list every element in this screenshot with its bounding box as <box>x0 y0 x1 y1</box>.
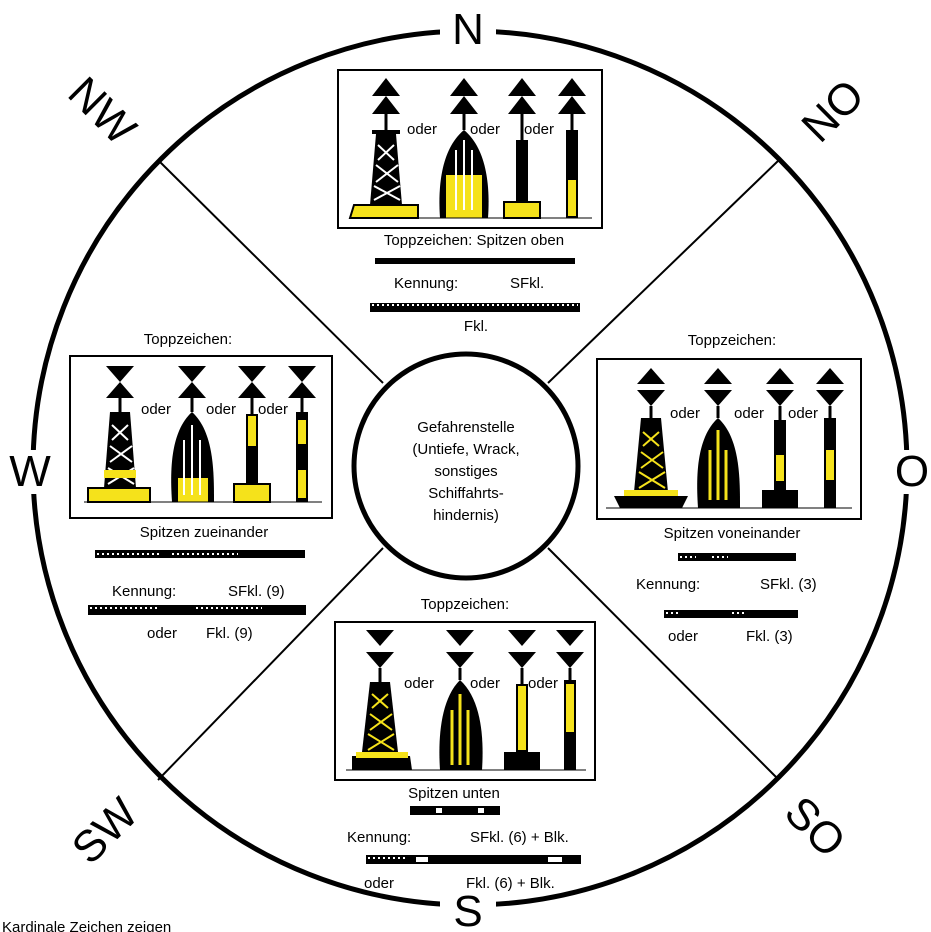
east-topmark-title: Toppzeichen: <box>688 332 776 349</box>
south-quick-light-bar <box>410 806 500 815</box>
north-topmark-label: Toppzeichen: Spitzen oben <box>384 232 564 249</box>
svg-text:Schiffahrts-: Schiffahrts- <box>428 485 504 502</box>
west-pillar-buoy <box>171 398 214 502</box>
east-spar-buoy <box>824 406 836 508</box>
south-topmark-title: Toppzeichen: <box>421 596 509 613</box>
oder-label: oder <box>788 405 818 422</box>
north-can-buoy <box>503 114 541 219</box>
south-very-quick-bar <box>366 855 581 864</box>
west-topmark-label: Spitzen zueinander <box>140 524 268 541</box>
east-quick-light-bar <box>678 553 796 561</box>
west-tower-buoy <box>87 398 151 503</box>
east-kennung-label: Kennung: <box>636 576 700 593</box>
west-topmarks <box>106 366 316 398</box>
west-sector: Toppzeichen: <box>69 331 333 642</box>
west-quick-label: SFkl. (9) <box>228 583 285 600</box>
oder-label: oder <box>141 401 171 418</box>
east-very-quick-bar <box>664 610 798 618</box>
west-spar-buoy <box>296 398 308 502</box>
east-can-buoy <box>762 406 798 508</box>
oder-label: oder <box>404 675 434 692</box>
sector-lines <box>157 159 780 781</box>
oder-label: oder <box>528 675 558 692</box>
svg-text:hindernis): hindernis) <box>433 507 499 524</box>
south-pillar-buoy <box>439 668 483 770</box>
north-topmarks <box>372 78 586 114</box>
east-tower-buoy <box>614 406 688 508</box>
danger-text: Gefahrenstelle (Untiefe, Wrack, sonstige… <box>412 419 519 524</box>
east-quick-label: SFkl. (3) <box>760 576 817 593</box>
oder-label: oder <box>470 121 500 138</box>
south-topmark-label: Spitzen unten <box>408 785 500 802</box>
oder-label: oder <box>670 405 700 422</box>
south-spar-buoy <box>564 668 576 770</box>
south-can-buoy <box>504 668 540 770</box>
oder-label: oder <box>258 401 288 418</box>
north-quick-label: SFkl. <box>510 275 544 292</box>
east-oder-label: oder <box>668 628 698 645</box>
east-pillar-buoy <box>697 406 740 508</box>
east-topmark-label: Spitzen voneinander <box>664 525 801 542</box>
oder-label: oder <box>524 121 554 138</box>
south-sector: Toppzeichen: <box>334 596 596 892</box>
east-very-quick-label: Fkl. (3) <box>746 628 793 645</box>
svg-text:(Untiefe, Wrack,: (Untiefe, Wrack, <box>412 441 519 458</box>
north-spar-buoy <box>566 114 578 218</box>
south-topmarks <box>366 630 584 668</box>
direction-s: S <box>453 887 482 932</box>
oder-label: oder <box>734 405 764 422</box>
west-oder-label: oder <box>147 625 177 642</box>
north-very-quick-bar <box>370 303 580 312</box>
oder-label: oder <box>407 121 437 138</box>
east-topmarks <box>637 368 844 406</box>
south-tower-buoy <box>352 668 412 770</box>
south-kennung-label: Kennung: <box>347 829 411 846</box>
north-tower-buoy <box>348 114 419 219</box>
north-quick-light-bar <box>375 258 575 264</box>
direction-w: W <box>9 447 51 496</box>
direction-n: N <box>452 5 484 54</box>
oder-label: oder <box>206 401 236 418</box>
south-oder-label: oder <box>364 875 394 892</box>
north-very-quick-label: Fkl. <box>464 318 488 335</box>
oder-label: oder <box>470 675 500 692</box>
west-kennung-label: Kennung: <box>112 583 176 600</box>
west-quick-light-bar <box>95 550 305 558</box>
west-very-quick-bar <box>88 605 306 615</box>
south-very-quick-label: Fkl. (6) + Blk. <box>466 875 555 892</box>
svg-text:sonstiges: sonstiges <box>434 463 497 480</box>
north-kennung-label: Kennung: <box>394 275 458 292</box>
danger-circle <box>351 351 581 581</box>
svg-text:Gefahrenstelle: Gefahrenstelle <box>417 419 515 436</box>
direction-o: O <box>895 447 929 496</box>
west-topmark-title: Toppzeichen: <box>144 331 232 348</box>
north-pillar-buoy <box>439 114 489 218</box>
south-quick-label: SFkl. (6) + Blk. <box>470 829 569 846</box>
west-very-quick-label: Fkl. (9) <box>206 625 253 642</box>
footer-caption: Kardinale Zeichen zeigen <box>2 919 171 932</box>
east-sector: Toppzeichen: <box>596 332 862 645</box>
north-sector: oder oder oder Toppzeichen: Spitzen oben… <box>337 69 603 335</box>
west-can-buoy <box>233 398 271 503</box>
